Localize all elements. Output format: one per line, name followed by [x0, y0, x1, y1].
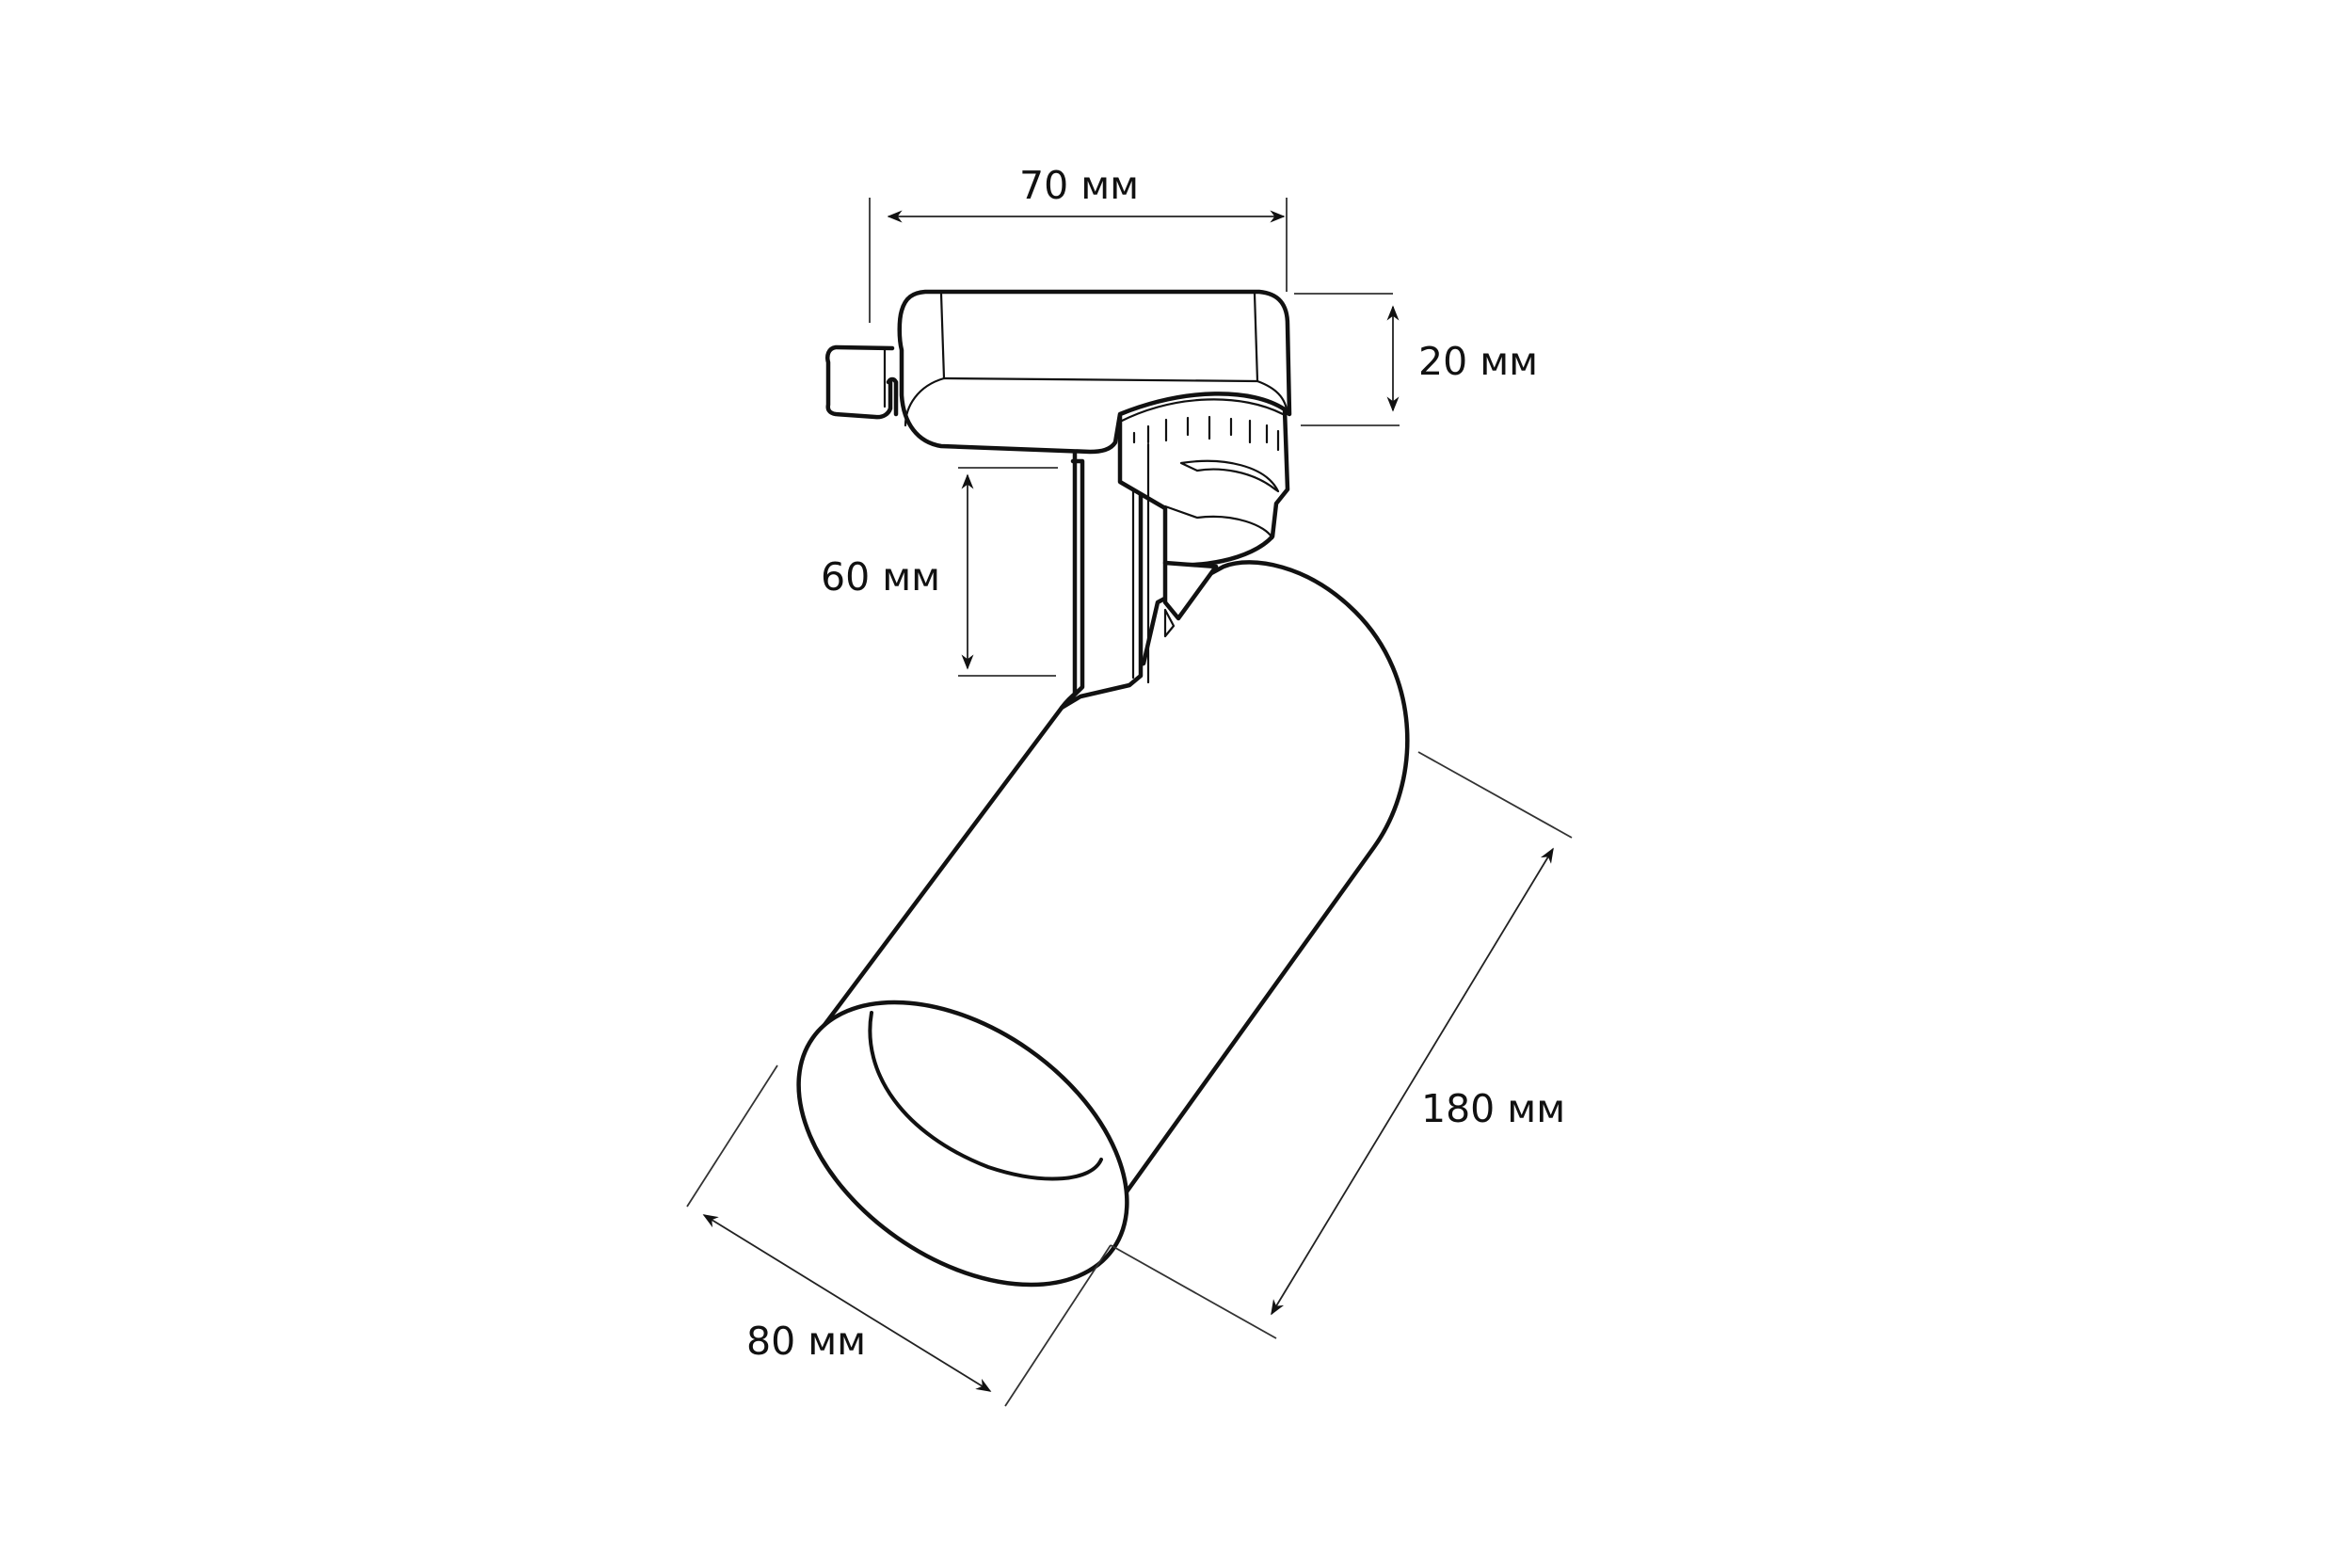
- dim-body-diameter: [686, 1064, 1112, 1407]
- dim-stem-height: [958, 467, 1058, 677]
- track-adapter: [825, 289, 1292, 455]
- dim-adapter-height: [1294, 293, 1400, 426]
- label-body-diameter: 80 мм: [746, 1319, 867, 1364]
- label-adapter-height: 20 мм: [1418, 339, 1539, 384]
- swivel-joint: [1117, 390, 1290, 684]
- knurl-ticks: [1132, 415, 1280, 452]
- label-stem-height: 60 мм: [821, 554, 941, 600]
- label-body-length: 180 мм: [1421, 1086, 1566, 1131]
- dim-adapter-width: [869, 198, 1288, 323]
- lamp-body: [796, 560, 1410, 1288]
- dim-body-length: [1110, 751, 1573, 1339]
- label-adapter-width: 70 мм: [1019, 163, 1140, 208]
